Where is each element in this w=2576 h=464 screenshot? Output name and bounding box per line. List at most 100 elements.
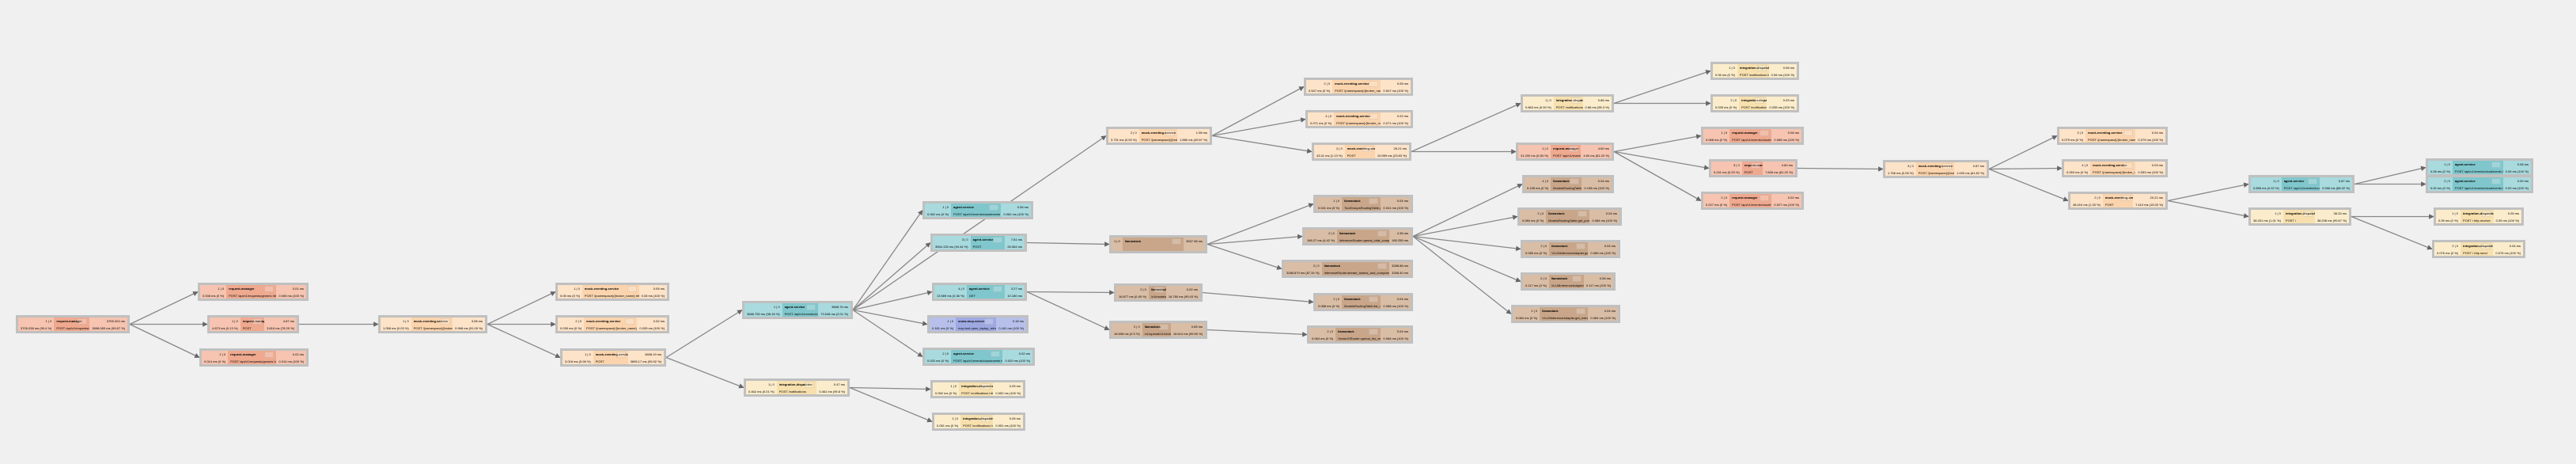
expand-toggle-icon[interactable]: [2302, 211, 2313, 217]
expand-toggle-icon[interactable]: [993, 237, 1003, 243]
trace-node[interactable]: 3 | 0 mock-eventing-service 0.87 ms 1.75…: [1883, 160, 1989, 178]
trace-node[interactable]: 1 | 0 agent-service 0.06 ms 0.062 ms (0 …: [922, 201, 1033, 219]
trace-node[interactable]: 2 | 0 llamastack 0.04 ms 0.084 ms (0 %) …: [1511, 305, 1620, 323]
expand-toggle-icon[interactable]: [2121, 195, 2131, 201]
expand-toggle-icon[interactable]: [625, 318, 635, 325]
trace-node[interactable]: 1 | 0 mock-eventing-service 0.05 ms 0.05…: [555, 283, 669, 301]
trace-node[interactable]: 1 | 0 request-manager 0.01 ms 0.008 ms (…: [198, 283, 309, 301]
expand-toggle-icon[interactable]: [2491, 178, 2501, 184]
trace-node[interactable]: 2 | 0 mock-eventing-service 0.05 ms 0.54…: [1304, 78, 1413, 96]
trace-node[interactable]: 4 | 0 mock-eventing-service 0.03 ms 0.05…: [2062, 159, 2168, 177]
expand-toggle-icon[interactable]: [989, 204, 999, 211]
expand-toggle-icon[interactable]: [1569, 146, 1579, 152]
trace-node[interactable]: 2 | 0 mock-eventing-service 0.02 ms 0.03…: [555, 315, 669, 333]
expand-toggle-icon[interactable]: [78, 318, 88, 325]
expand-toggle-icon[interactable]: [1760, 195, 1770, 201]
trace-node[interactable]: 1 | 0 integration-dispatcher 0.05 ms 0.0…: [2434, 207, 2524, 226]
expand-toggle-icon[interactable]: [441, 318, 451, 325]
trace-node[interactable]: 2 | 0 request-manager 0.02 ms 0.014 ms (…: [199, 348, 309, 367]
trace-node[interactable]: 2 | 0 llamastack 0.04 ms 0.084 ms (0 %) …: [1307, 325, 1413, 344]
expand-toggle-icon[interactable]: [2481, 211, 2491, 217]
expand-toggle-icon[interactable]: [1165, 130, 1176, 136]
trace-node[interactable]: 2 | 0 request-manager 0.02 ms 0.027 ms (…: [1701, 192, 1804, 210]
expand-toggle-icon[interactable]: [1172, 238, 1182, 245]
expand-toggle-icon[interactable]: [2123, 130, 2134, 136]
expand-toggle-icon[interactable]: [264, 286, 275, 292]
trace-node[interactable]: 2 | 0 llamastack 4.36 ms 166.27 ms (4.42…: [1302, 227, 1413, 245]
expand-toggle-icon[interactable]: [1570, 97, 1581, 104]
expand-toggle-icon[interactable]: [1158, 324, 1169, 330]
trace-node[interactable]: 2 | 0 mock-eventing-service 1.98 ms 3.73…: [1106, 127, 1212, 145]
trace-node[interactable]: 1 | 0 mock-eventing-service 3.08 ms 1.05…: [378, 315, 487, 333]
expand-toggle-icon[interactable]: [1576, 243, 1586, 249]
trace-node[interactable]: 1 | 0 request-manager 0.06 ms 0.068 ms (…: [1701, 127, 1804, 145]
trace-node[interactable]: 3 | 0 mock-eventing-service 0.04 ms 0.07…: [2057, 127, 2168, 145]
expand-toggle-icon[interactable]: [991, 351, 1001, 357]
trace-node[interactable]: 4 | 0 llamastack 0.04 ms 0.198 ms (0 %) …: [1522, 175, 1614, 193]
expand-toggle-icon[interactable]: [1362, 146, 1373, 152]
expand-toggle-icon[interactable]: [805, 382, 815, 388]
expand-toggle-icon[interactable]: [1942, 163, 1953, 169]
trace-node[interactable]: 1 | 0 llamastack 0.04 ms 0.041 ms (0 %) …: [1313, 195, 1413, 213]
trace-node[interactable]: 4 | 0 agent-service 3.27 ms 13.569 ms (0…: [932, 283, 1027, 301]
trace-node[interactable]: 2 | 0 llamastack 3288.88 ms 3288.879 ms …: [1282, 260, 1413, 278]
expand-toggle-icon[interactable]: [993, 286, 1003, 292]
trace-node[interactable]: 3 | 0 request-manager 4.60 ms 9.241 ms (…: [1709, 159, 1798, 177]
trace-node[interactable]: 2 | 0 llamastack 0.06 ms 0.117 ms (0 %) …: [1521, 272, 1616, 291]
expand-toggle-icon[interactable]: [616, 352, 626, 358]
expand-toggle-icon[interactable]: [981, 416, 991, 422]
trace-node[interactable]: 1 | 0 llamastack 3537.98 ms: [1109, 235, 1207, 253]
expand-toggle-icon[interactable]: [2481, 243, 2491, 249]
expand-toggle-icon[interactable]: [806, 304, 816, 310]
expand-toggle-icon[interactable]: [1154, 287, 1164, 293]
expand-toggle-icon[interactable]: [1369, 113, 1379, 120]
expand-toggle-icon[interactable]: [2123, 162, 2134, 169]
trace-node[interactable]: 1 | 0 integration-dispatcher 0.06 ms 0.0…: [1710, 62, 1799, 80]
expand-toggle-icon[interactable]: [1756, 65, 1767, 71]
trace-node[interactable]: 4 | 0 mock-eventing-service 0.02 ms 0.07…: [1305, 110, 1413, 128]
expand-toggle-icon[interactable]: [1369, 329, 1379, 335]
trace-node[interactable]: 2 | 0 integration-dispatcher 0.04 ms 0.0…: [2432, 240, 2525, 258]
trace-node[interactable]: 2 | 0 llamastack 0.04 ms 0.085 ms (0 %) …: [1521, 240, 1620, 258]
trace-node[interactable]: 2 | 0 llamastack 0.04 ms 0.084 ms (0 %) …: [1517, 207, 1622, 226]
expand-toggle-icon[interactable]: [264, 352, 275, 358]
expand-toggle-icon[interactable]: [1369, 198, 1379, 204]
trace-node[interactable]: 1 | 0 request-manager 3705.024 ms 3705.0…: [16, 315, 130, 333]
expand-toggle-icon[interactable]: [981, 383, 991, 390]
expand-toggle-icon[interactable]: [1369, 296, 1379, 302]
expand-toggle-icon[interactable]: [1377, 263, 1388, 269]
trace-node[interactable]: 1 | 0 integration-dispatcher 0.47 ms 0.4…: [744, 378, 850, 397]
expand-toggle-icon[interactable]: [1571, 276, 1582, 282]
expand-toggle-icon[interactable]: [252, 318, 263, 325]
expand-toggle-icon[interactable]: [1760, 130, 1770, 136]
expand-toggle-icon[interactable]: [2491, 162, 2501, 168]
trace-node[interactable]: 1 | 0 agent-service 0.87 ms 0.858 ms (0.…: [2248, 175, 2354, 193]
trace-node[interactable]: 1 | 0 integration-dispatcher 0.86 ms 0.8…: [1521, 94, 1614, 112]
trace-node[interactable]: 1 | 0 agent-service 0.06 ms 0.06 ms (0 %…: [2426, 158, 2533, 177]
trace-node[interactable]: 1 | 0 request-manager 4.60 ms 31.200 ms …: [1516, 143, 1614, 161]
expand-toggle-icon[interactable]: [1751, 162, 1761, 169]
expand-toggle-icon[interactable]: [1369, 81, 1379, 87]
trace-node[interactable]: 2 | 0 agent-service 0.02 ms 0.020 ms (0 …: [922, 348, 1035, 366]
trace-node[interactable]: 1 | 0 request-manager 4.87 ms 4.873 ms (…: [207, 315, 299, 333]
trace-node[interactable]: 1 | 0 integration-dispatcher 38.33 ms 38…: [2248, 207, 2351, 226]
expand-toggle-icon[interactable]: [1755, 97, 1765, 104]
expand-toggle-icon[interactable]: [1570, 178, 1580, 184]
trace-node[interactable]: 2 | 0 llamastack 0.02 ms 16.877 ms (0.45…: [1114, 283, 1203, 302]
trace-node[interactable]: 2 | 0 integration-dispatcher 0.05 ms 0.0…: [932, 413, 1025, 431]
expand-toggle-icon[interactable]: [1576, 308, 1586, 314]
expand-toggle-icon[interactable]: [984, 318, 994, 325]
expand-toggle-icon[interactable]: [2308, 178, 2318, 184]
expand-toggle-icon[interactable]: [627, 286, 637, 292]
trace-node[interactable]: 1 | 0 snow-mcp-server 0.18 ms 0.181 ms (…: [927, 315, 1029, 333]
trace-node[interactable]: 2 | 0 mock-eventing-service 26.21 ms 43.…: [1312, 143, 1411, 161]
trace-node[interactable]: 2 | 0 integration-dispatcher 0.03 ms 0.0…: [1710, 94, 1799, 112]
expand-toggle-icon[interactable]: [1578, 211, 1588, 217]
trace-node[interactable]: 1 | 0 mock-eventing-service 3698.19 ms 3…: [560, 348, 666, 367]
trace-node[interactable]: 2 | 0 agent-service 0.00 ms 0.00 ms (0 %…: [2426, 175, 2533, 193]
expand-toggle-icon[interactable]: [1377, 230, 1388, 237]
trace-node[interactable]: 1 | 0 agent-service 3668.76 ms 3668.750 …: [742, 301, 853, 319]
trace-node[interactable]: 2 | 0 llamastack 0.04 ms 0.088 ms (0 %) …: [1313, 293, 1413, 311]
trace-node[interactable]: 1 | 0 integration-dispatcher 0.05 ms 0.0…: [930, 380, 1025, 398]
trace-node[interactable]: 2 | 0 mock-eventing-service 20.21 ms 48.…: [2068, 192, 2168, 210]
